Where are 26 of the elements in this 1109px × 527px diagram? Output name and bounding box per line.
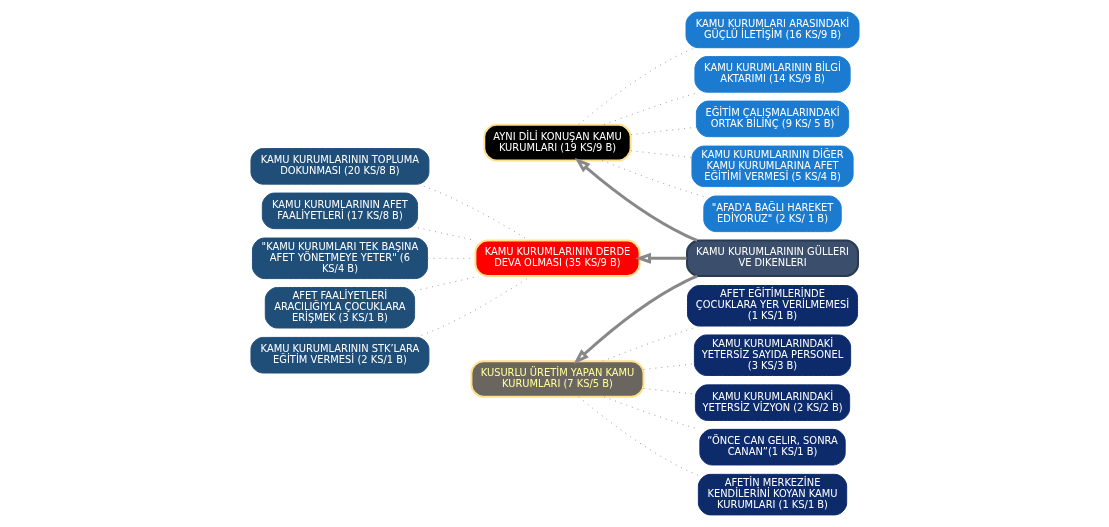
- node-box: KAMU KURUMLARININ BİLGİ AKTARIMI (14 KS/9 B): [693, 56, 851, 93]
- node-box: KAMU KURUMLARININ TOPLUMA DOKUNMASI (20 KS/8 B): [249, 148, 429, 185]
- arrow: [572, 274, 698, 365]
- node-box: KAMU KURUMLARININ DİĞER KAMU KURUMLARINA AFET EĞİTİMİ VERMESİ (5 KS/4 B): [690, 145, 854, 188]
- connector: [577, 47, 695, 126]
- arrow: [574, 157, 698, 242]
- node-box: KAMU KURUMLARINDAKİ YETERSİZ SAYIDA PERSONEL (3 KS/3 B): [693, 334, 851, 376]
- node-box: KAMU KURUMLARINDAKİ YETERSİZ VİZYON (2 KS/2 B): [694, 384, 850, 421]
- node-box: KAMU KURUMLARININ STK’LARA EĞİTİM VERMESİ (2 KS/1 B): [249, 336, 429, 374]
- node-box: AFETİN MERKEZİNE KENDİLERİNİ KOYAN KAMU KURUMLARI (1 KS/1 B): [697, 473, 847, 516]
- node-box: AYNI DİLİ KONUŞAN KAMU KURUMLARI (19 KS/9 B): [482, 123, 632, 162]
- connector: [601, 325, 700, 362]
- node-box: “ÖNCE CAN GELIR, SONRA CANAN”(1 KS/1 B): [698, 428, 846, 466]
- node-box: "AFAD'A BAĞLI HAREKET EDİYORUZ" (2 KS/ 1 B): [702, 195, 842, 233]
- node-box: "KAMU KURUMLARI TEK BAŞINA AFET YÖNETMEYE YETER" (6 KS/4 B): [251, 237, 428, 280]
- node-box: KAMU KURUMLARI ARASINDAKİ GÜÇLÜ İLETİŞİM (16 KS/9 B): [685, 11, 860, 49]
- connector: [642, 363, 695, 370]
- node-box: EĞİTİM ÇALIŞMALARINDAKİ ORTAK BİLİNÇ (9 KS/ 5 B): [695, 100, 849, 138]
- connector: [629, 150, 692, 158]
- arrow: [634, 252, 687, 264]
- node-box: KAMU KURUMLARININ AFET FAALİYETLERİ (17 KS/8 B): [261, 192, 418, 230]
- node-box: KAMU KURUMLARININ GÜLLERI VE DIKENLERI: [685, 239, 859, 278]
- node-box: KUSURLU ÜRETİM YAPAN KAMU KURUMLARI (7 KS/5 B): [469, 360, 644, 398]
- node-box: AFET FAALİYETLERİ ARACILIĞIYLA ÇOCUKLARA ERİŞMEK (3 KS/1 B): [264, 287, 415, 329]
- node-box: AFET EĞİTİMLERİNDE ÇOCUKLARA YER VERİLMEMESİ (1 KS/1 B): [686, 285, 858, 327]
- node-box: KAMU KURUMLARININ DERDE DEVA OLMASI (35 KS/9 B): [473, 239, 641, 278]
